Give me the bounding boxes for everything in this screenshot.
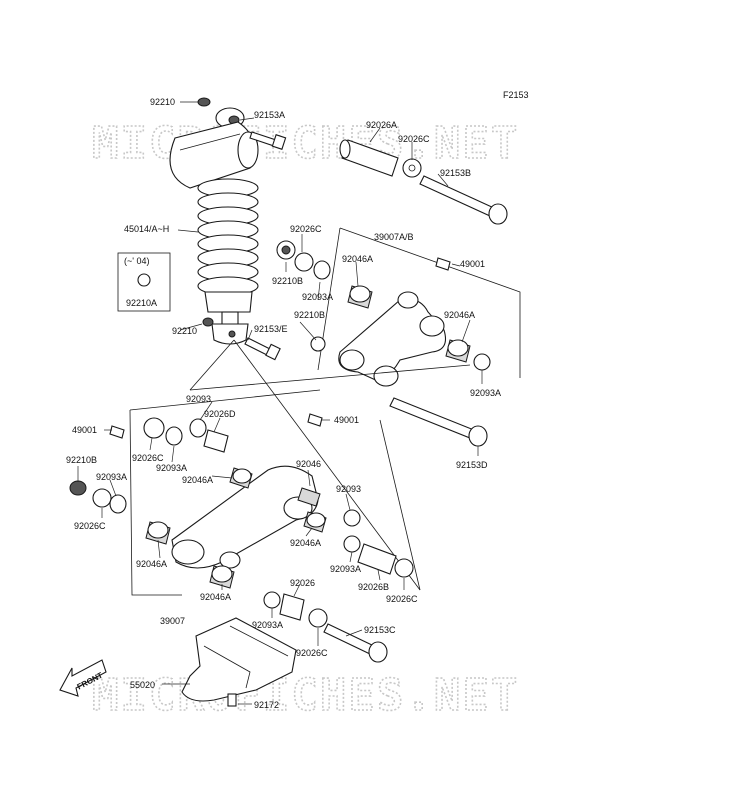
- bearing-92046A-rocker-2: [445, 339, 471, 363]
- bolt-92172: [227, 693, 237, 707]
- label-92210B-1: 92210B: [272, 276, 303, 286]
- label-92046A-1: 92046A: [342, 254, 373, 264]
- seal-92093A-3: [165, 426, 183, 446]
- seal-92093A-1: [313, 260, 331, 280]
- seal-92093-top: [189, 418, 207, 438]
- label-92046: 92046: [296, 459, 321, 469]
- bearing-92046A-rod-1: [229, 467, 253, 489]
- label-92210B-3: 92210B: [66, 455, 97, 465]
- label-45014: 45014/A~H: [124, 224, 169, 234]
- collar-92210B-1: [276, 240, 296, 260]
- collar-92210A: [137, 273, 151, 287]
- collar-92210B-2: [310, 336, 326, 352]
- guard-55020: [181, 617, 297, 702]
- label-92046A-3: 92046A: [182, 475, 213, 485]
- washer-92026C-bottom: [308, 608, 328, 628]
- label-92026C-right: 92026C: [386, 594, 418, 604]
- bearing-92046A-rod-2: [303, 511, 327, 533]
- bolt-92153C: [323, 623, 388, 663]
- label-92093A-2: 92093A: [470, 388, 501, 398]
- label-49001-left: 49001: [72, 425, 97, 435]
- collar-92026: [279, 593, 305, 621]
- label-92093A-5: 92093A: [330, 564, 361, 574]
- label-92210-top: 92210: [150, 97, 175, 107]
- group-box-39007AB: [339, 227, 521, 378]
- washer-92026C-right: [394, 558, 414, 578]
- label-92093A-3: 92093A: [156, 463, 187, 473]
- bolt-92153B: [419, 175, 508, 225]
- tie-rod-39007: [171, 465, 319, 569]
- seal-92093A-rocker: [473, 353, 491, 371]
- nut-92210-mid: [202, 317, 214, 327]
- leader-lines: [77, 101, 483, 705]
- bearing-92046A-rod-4: [209, 565, 235, 589]
- label-92210A: 92210A: [126, 298, 157, 308]
- fitting-49001-top: [435, 257, 451, 271]
- washer-92026C-top: [402, 158, 422, 178]
- label-92026C-bottom: 92026C: [296, 648, 328, 658]
- seal-92093A-5: [343, 535, 361, 553]
- washer-92026C-mid: [294, 252, 314, 272]
- bearing-92046A-rocker-1: [347, 285, 373, 309]
- seal-92093A-6: [263, 591, 281, 609]
- label-92026C-left-low: 92026C: [74, 521, 106, 531]
- bearing-92046A-rod-3: [145, 521, 171, 545]
- label-39007: 39007: [160, 616, 185, 626]
- inset-box-92210A: [117, 252, 171, 312]
- label-92093-right: 92093: [336, 484, 361, 494]
- label-92172: 92172: [254, 700, 279, 710]
- bolt-92153E: [244, 337, 281, 361]
- label-92026: 92026: [290, 578, 315, 588]
- front-direction-arrow: FRONT: [59, 659, 107, 697]
- label-92046A-4: 92046A: [290, 538, 321, 548]
- label-92153B: 92153B: [440, 168, 471, 178]
- label-92093: 92093: [186, 394, 211, 404]
- label-55020: 55020: [130, 680, 155, 690]
- collar-92026D: [203, 429, 229, 453]
- collar-92210B-3: [69, 480, 87, 496]
- fitting-49001-mid: [307, 413, 323, 427]
- label-92153A: 92153A: [254, 110, 285, 120]
- label-92153C: 92153C: [364, 625, 396, 635]
- label-92210-mid: 92210: [172, 326, 197, 336]
- label-49001-top: 49001: [460, 259, 485, 269]
- bolt-92153A: [249, 131, 287, 150]
- label-92026C-left: 92026C: [132, 453, 164, 463]
- label-92093A-1: 92093A: [302, 292, 333, 302]
- label-92046A-5: 92046A: [136, 559, 167, 569]
- fitting-49001-left: [109, 425, 125, 439]
- label-04: (~' 04): [124, 256, 149, 266]
- shock-spring: [197, 178, 259, 296]
- watermark-top: MICROFICHES.NET: [92, 118, 519, 169]
- collar-92026A: [339, 139, 399, 177]
- label-92026A: 92026A: [366, 120, 397, 130]
- label-92026B: 92026B: [358, 582, 389, 592]
- label-49001-mid: 49001: [334, 415, 359, 425]
- label-92153E: 92153/E: [254, 324, 288, 334]
- label-92046A-6: 92046A: [200, 592, 231, 602]
- label-92026C-mid: 92026C: [290, 224, 322, 234]
- washer-92026C-left: [143, 417, 165, 439]
- washer-92026C-left-low: [92, 488, 112, 508]
- label-92210B-2: 92210B: [294, 310, 325, 320]
- label-92046A-2: 92046A: [444, 310, 475, 320]
- seal-92093A-left: [109, 494, 127, 514]
- label-92026C-top: 92026C: [398, 134, 430, 144]
- label-92093A-6: 92093A: [252, 620, 283, 630]
- bearing-92046: [297, 487, 321, 507]
- rocker-arm-39007AB: [338, 291, 447, 387]
- figure-code: F2153: [503, 90, 529, 100]
- collar-92026B: [357, 543, 397, 575]
- shock-absorber: [169, 97, 259, 345]
- label-92153D: 92153D: [456, 460, 488, 470]
- label-92026D: 92026D: [204, 409, 236, 419]
- seal-92093-right: [343, 509, 361, 527]
- watermark-bottom: MICROFICHES.NET: [92, 670, 519, 721]
- bolt-92153D: [389, 397, 488, 447]
- label-92093A-4: 92093A: [96, 472, 127, 482]
- label-39007AB: 39007A/B: [374, 232, 414, 242]
